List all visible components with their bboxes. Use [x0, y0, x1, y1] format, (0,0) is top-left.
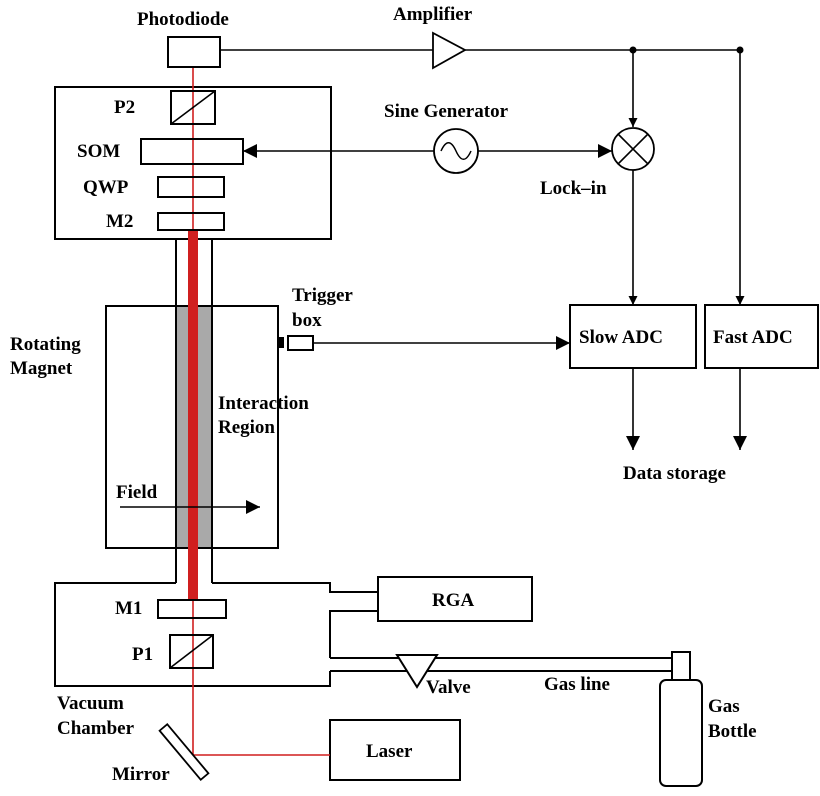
label-mirror: Mirror — [112, 764, 170, 785]
label-laser: Laser — [366, 741, 413, 762]
label-magnet: Magnet — [10, 358, 73, 379]
amplifier-symbol — [432, 31, 467, 70]
m2-mirror — [157, 212, 225, 231]
label-vacuum: Vacuum — [57, 693, 124, 714]
slow-adc-box — [569, 304, 697, 369]
label-som: SOM — [77, 141, 120, 162]
vacuum-chamber — [54, 582, 378, 687]
fast-adc-box — [704, 304, 819, 369]
laser-beam-cavity — [188, 230, 198, 600]
label-gas: Gas — [708, 696, 740, 717]
valve-symbol — [395, 654, 439, 689]
label-m1: M1 — [115, 598, 142, 619]
gas-bottle-neck — [671, 651, 691, 681]
laser-box — [329, 719, 461, 781]
label-photodiode: Photodiode — [137, 9, 229, 30]
label-qwp: QWP — [83, 177, 129, 198]
label-trigger-box: box — [292, 310, 322, 331]
label-trigger: Trigger — [292, 285, 353, 306]
label-p2: P2 — [114, 97, 135, 118]
label-interaction: Interaction — [218, 393, 309, 414]
label-lock-in: Lock–in — [540, 178, 607, 199]
p2-polarizer — [170, 90, 216, 125]
label-fast-adc: Fast ADC — [713, 327, 793, 348]
label-amplifier: Amplifier — [393, 4, 473, 25]
trigger-box — [287, 335, 314, 351]
gas-bottle — [659, 679, 703, 787]
label-gas-line: Gas line — [544, 674, 610, 695]
sine-generator-symbol — [433, 128, 479, 174]
qwp-element — [157, 176, 225, 198]
m1-mirror — [157, 599, 227, 619]
label-slow-adc: Slow ADC — [579, 327, 663, 348]
photodiode-box — [167, 36, 221, 68]
label-rga: RGA — [432, 590, 475, 611]
label-valve: Valve — [426, 677, 471, 698]
label-bottle: Bottle — [708, 721, 757, 742]
trigger-mount — [278, 337, 284, 348]
p1-polarizer — [169, 634, 214, 669]
rga-box — [377, 576, 533, 622]
label-rotating: Rotating — [10, 334, 81, 355]
label-field: Field — [116, 482, 158, 503]
label-sine-generator: Sine Generator — [384, 101, 509, 122]
label-region: Region — [218, 417, 275, 438]
label-p1: P1 — [132, 644, 153, 665]
label-chamber: Chamber — [57, 718, 135, 739]
label-data-storage: Data storage — [623, 463, 726, 484]
lock-in-mixer — [611, 127, 655, 171]
label-m2: M2 — [106, 211, 133, 232]
mirror — [158, 723, 210, 781]
